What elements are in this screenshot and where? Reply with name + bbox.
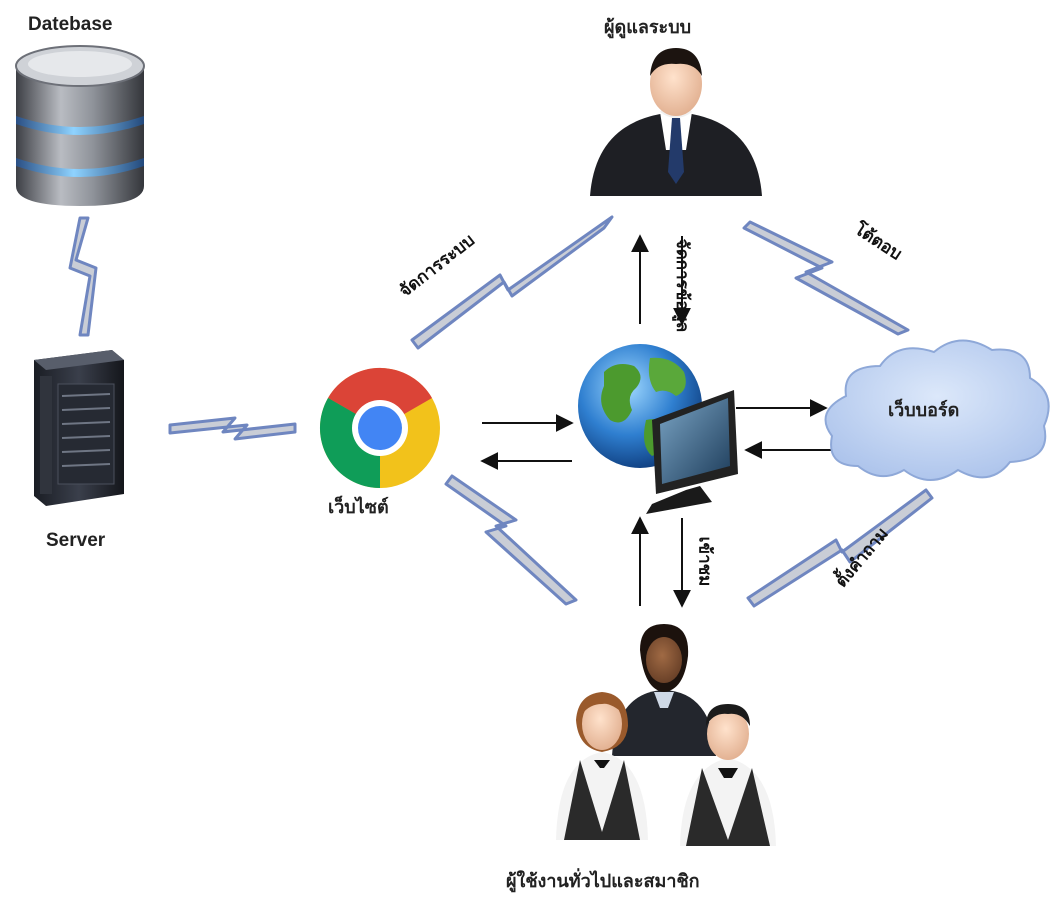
bolt-server-website	[168, 416, 297, 441]
bolt-users-webboard	[746, 488, 934, 608]
webboard-label: เว็บบอร์ด	[888, 400, 960, 421]
bolt-website-users	[444, 474, 578, 606]
website-label: เว็บไซต์	[328, 497, 389, 518]
arrows	[480, 234, 836, 608]
database-label: Datebase	[28, 14, 113, 35]
manage-data-label: จัดการข้อมูล	[672, 238, 693, 333]
server-rack-icon	[34, 350, 124, 506]
globe-monitor-icon	[578, 344, 738, 514]
bolt-admin-webboard	[742, 220, 910, 336]
bolt-website-admin	[410, 215, 614, 350]
database-cylinder-icon	[15, 45, 145, 206]
user-group-icon	[556, 624, 776, 846]
users-label: ผู้ใช้งานทั่วไปและสมาชิก	[506, 871, 700, 892]
cloud-icon	[824, 339, 1050, 481]
bolt-database-server	[68, 216, 98, 337]
admin-label: ผู้ดูแลระบบ	[604, 17, 692, 38]
chrome-browser-icon	[319, 367, 440, 488]
visit-label: เข้าชม	[694, 536, 715, 587]
businessman-icon	[590, 48, 762, 196]
server-label: Server	[46, 530, 106, 551]
